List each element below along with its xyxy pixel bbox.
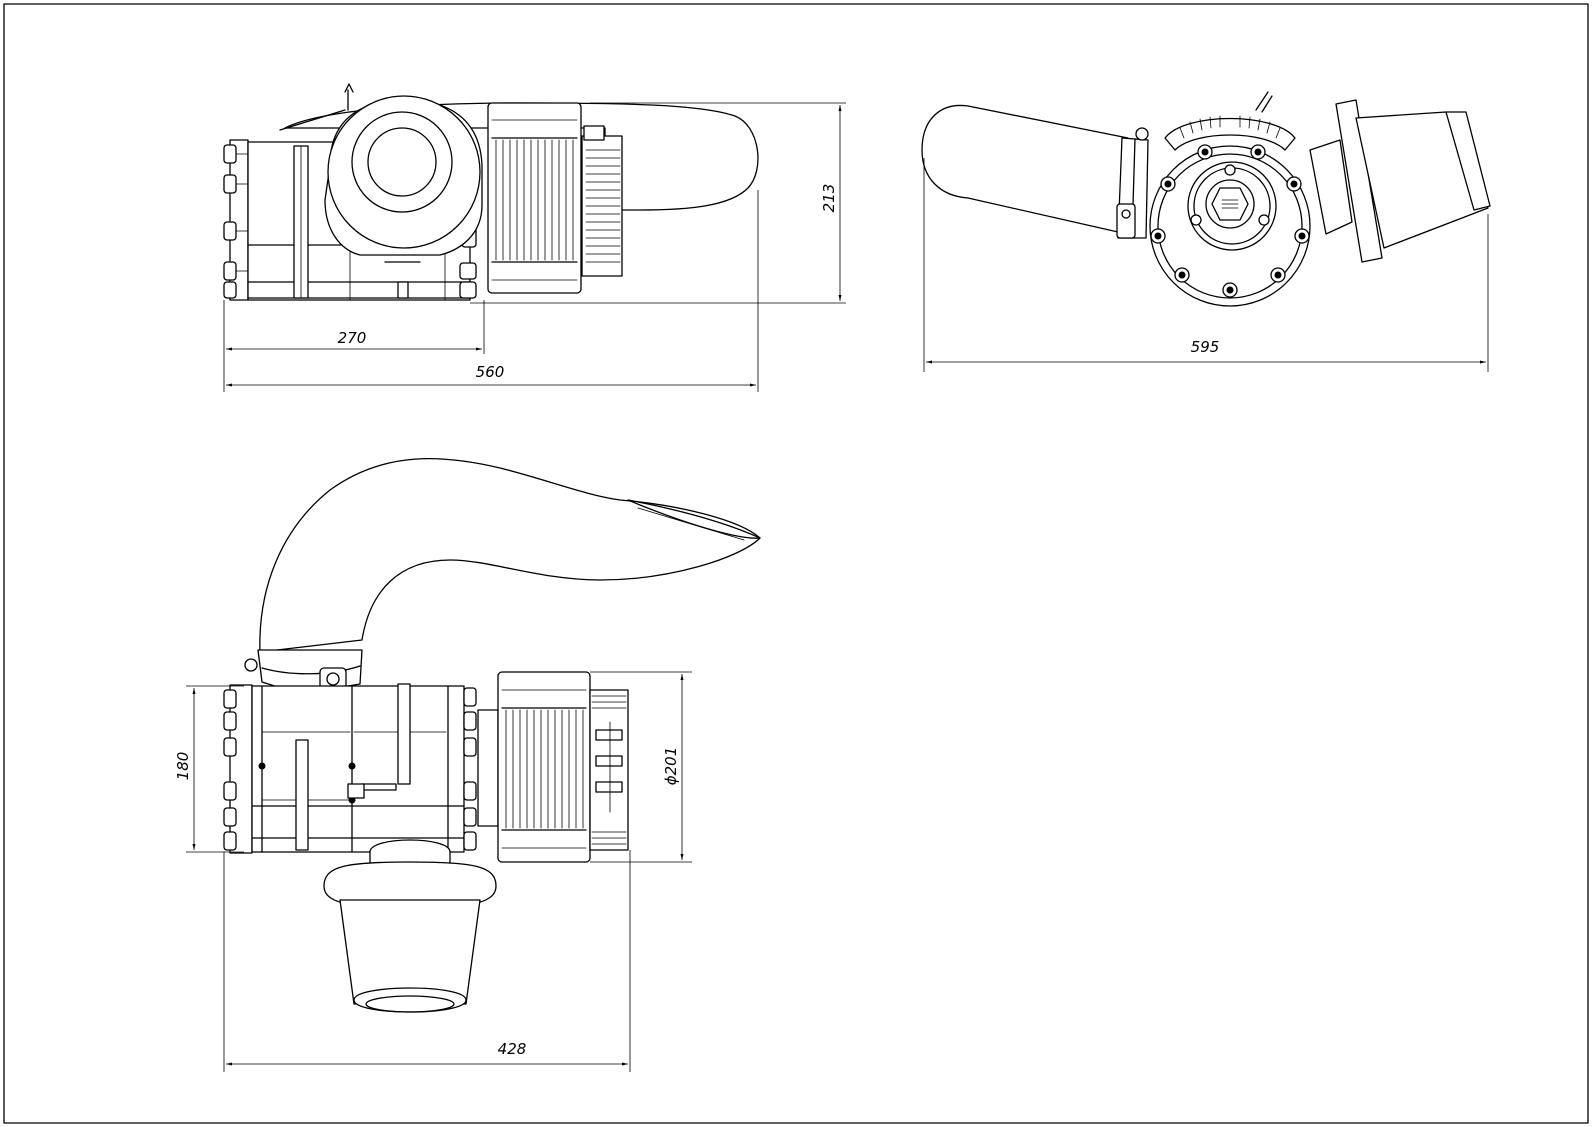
dim-label-270: 270 xyxy=(338,329,367,347)
end-view-nozzle xyxy=(1309,139,1353,235)
dim-label-201: ϕ201 xyxy=(662,747,680,786)
dim-label-213: 213 xyxy=(820,184,838,213)
side-view xyxy=(223,457,761,1013)
dim-label-428: 428 xyxy=(498,1040,527,1058)
top-view-ribbed-cap xyxy=(581,125,623,277)
top-view-left-bolts xyxy=(223,139,249,301)
end-view-exhaust-pipe xyxy=(921,104,1129,233)
side-view-right-bolts xyxy=(463,687,477,851)
end-view-dimensions xyxy=(923,158,1489,372)
side-view-ribbed-cap xyxy=(589,689,629,851)
side-view-body xyxy=(251,685,465,853)
side-view-cone-nozzle xyxy=(323,839,497,1013)
end-view-bolts xyxy=(1150,144,1310,298)
drawing-frame xyxy=(3,3,1589,1124)
side-view-dimensions xyxy=(186,671,692,1072)
top-view-dimensions xyxy=(223,102,846,392)
side-view-left-bolts xyxy=(223,684,253,854)
side-view-finned-drum xyxy=(497,671,591,863)
top-view xyxy=(223,83,759,301)
dim-label-560: 560 xyxy=(476,363,505,381)
side-view-exhaust-pipe xyxy=(259,457,761,653)
top-view-finned-drum xyxy=(487,102,582,294)
end-view xyxy=(921,91,1491,307)
dim-label-595: 595 xyxy=(1191,338,1220,356)
dim-label-180: 180 xyxy=(174,752,192,781)
